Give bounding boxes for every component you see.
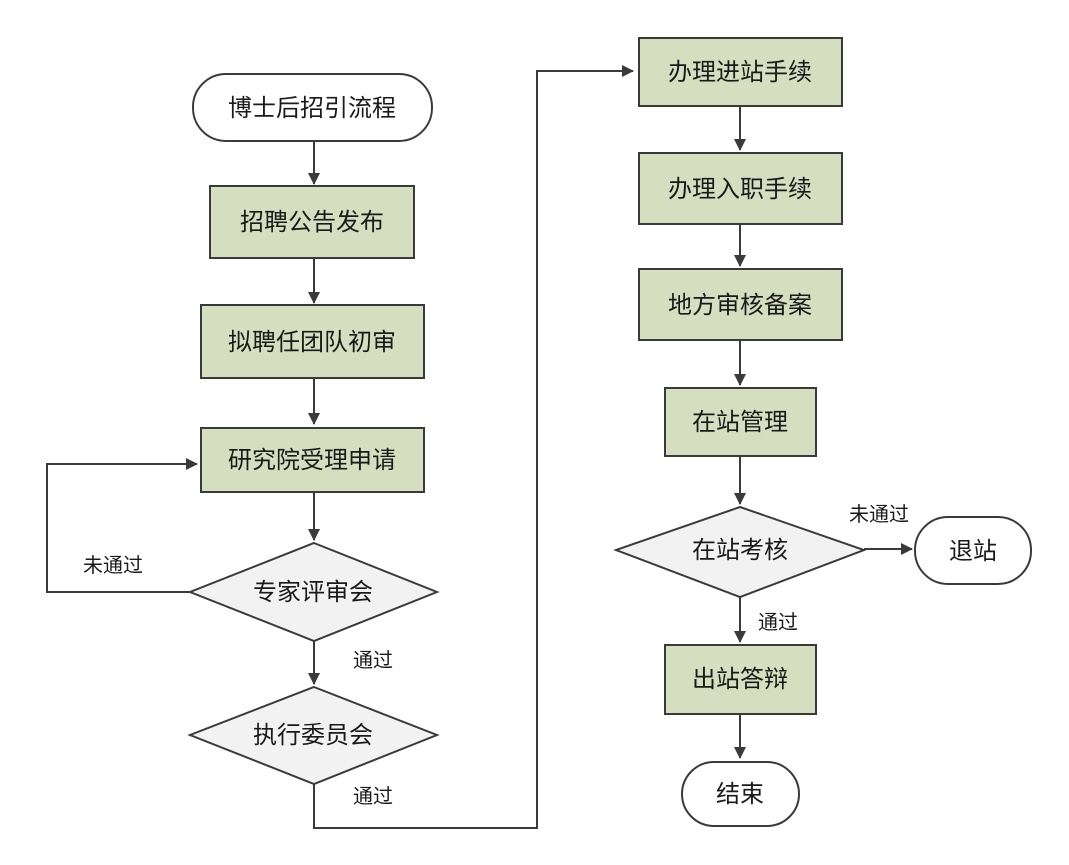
node-start: 博士后招引流程 [192,73,433,142]
node-entry-procedure-label: 办理进站手续 [668,58,812,86]
edge-label-eval-pass: 通过 [758,610,798,634]
node-exit-station: 退站 [914,516,1032,585]
node-expert-review-label: 专家评审会 [253,578,373,606]
node-exit-defense-label: 出站答辩 [692,665,788,693]
node-local-filing-label: 地方审核备案 [668,291,812,319]
node-in-station-eval: 在站考核 [613,505,867,599]
edge-label-eval-fail: 未通过 [849,502,909,526]
node-exit-station-label: 退站 [949,537,997,565]
node-publish: 招聘公告发布 [209,185,415,259]
node-end-label: 结束 [716,780,764,808]
node-onboard-procedure: 办理入职手续 [638,152,843,225]
node-team-review-label: 拟聘任团队初审 [228,328,396,356]
node-onboard-procedure-label: 办理入职手续 [668,175,812,203]
node-in-station-eval-label: 在站考核 [692,536,788,564]
node-institute-accept-label: 研究院受理申请 [228,446,396,474]
node-entry-procedure: 办理进站手续 [638,37,843,107]
node-institute-accept: 研究院受理申请 [200,427,425,493]
node-expert-review: 专家评审会 [187,541,440,643]
node-local-filing: 地方审核备案 [638,268,843,341]
edge-label-exec-pass: 通过 [353,784,393,808]
node-in-station-mgmt: 在站管理 [664,387,817,457]
edge-expert-fail-loop [46,458,198,593]
node-in-station-mgmt-label: 在站管理 [692,408,788,436]
edge-exec-to-entry [313,65,634,829]
edge-label-expert-fail: 未通过 [83,553,143,577]
node-exec-committee: 执行委员会 [187,685,440,786]
node-end: 结束 [681,761,800,827]
edge-label-expert-pass: 通过 [353,648,393,672]
node-exit-defense: 出站答辩 [664,644,817,715]
node-team-review: 拟聘任团队初审 [200,304,425,379]
node-publish-label: 招聘公告发布 [240,208,384,236]
node-start-label: 博士后招引流程 [228,94,396,122]
node-exec-committee-label: 执行委员会 [253,721,373,749]
